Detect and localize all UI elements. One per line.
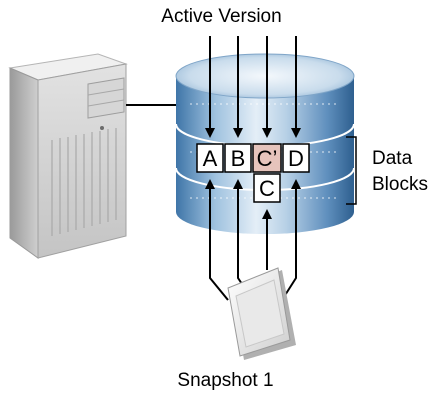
active-version-arrows — [205, 36, 301, 138]
previous-block-row: C — [253, 173, 281, 203]
data-block-c-label: C — [259, 176, 275, 201]
server-tower-icon — [8, 53, 128, 259]
data-block-d-label: D — [288, 146, 304, 171]
data-blocks-label: Data Blocks — [372, 146, 428, 198]
snapshot-label: Snapshot 1 — [177, 370, 274, 391]
data-block-a-label: A — [203, 146, 218, 171]
data-block-c-prime-label: C’ — [257, 146, 278, 171]
data-blocks-label-line1: Data — [372, 148, 413, 169]
snapshot-page-icon — [227, 267, 296, 360]
data-block-c — [253, 173, 281, 203]
snapshot-arrows — [205, 179, 301, 301]
data-block-c-prime — [252, 143, 282, 173]
data-block-b — [224, 143, 252, 173]
data-blocks-label-line2: Blocks — [372, 174, 428, 195]
data-blocks-bracket — [346, 136, 357, 205]
active-version-label: Active Version — [161, 6, 282, 27]
data-block-b-label: B — [231, 146, 246, 171]
data-block-a — [196, 143, 224, 173]
active-block-row: A B C’ D — [196, 143, 310, 173]
data-block-d — [282, 143, 310, 173]
